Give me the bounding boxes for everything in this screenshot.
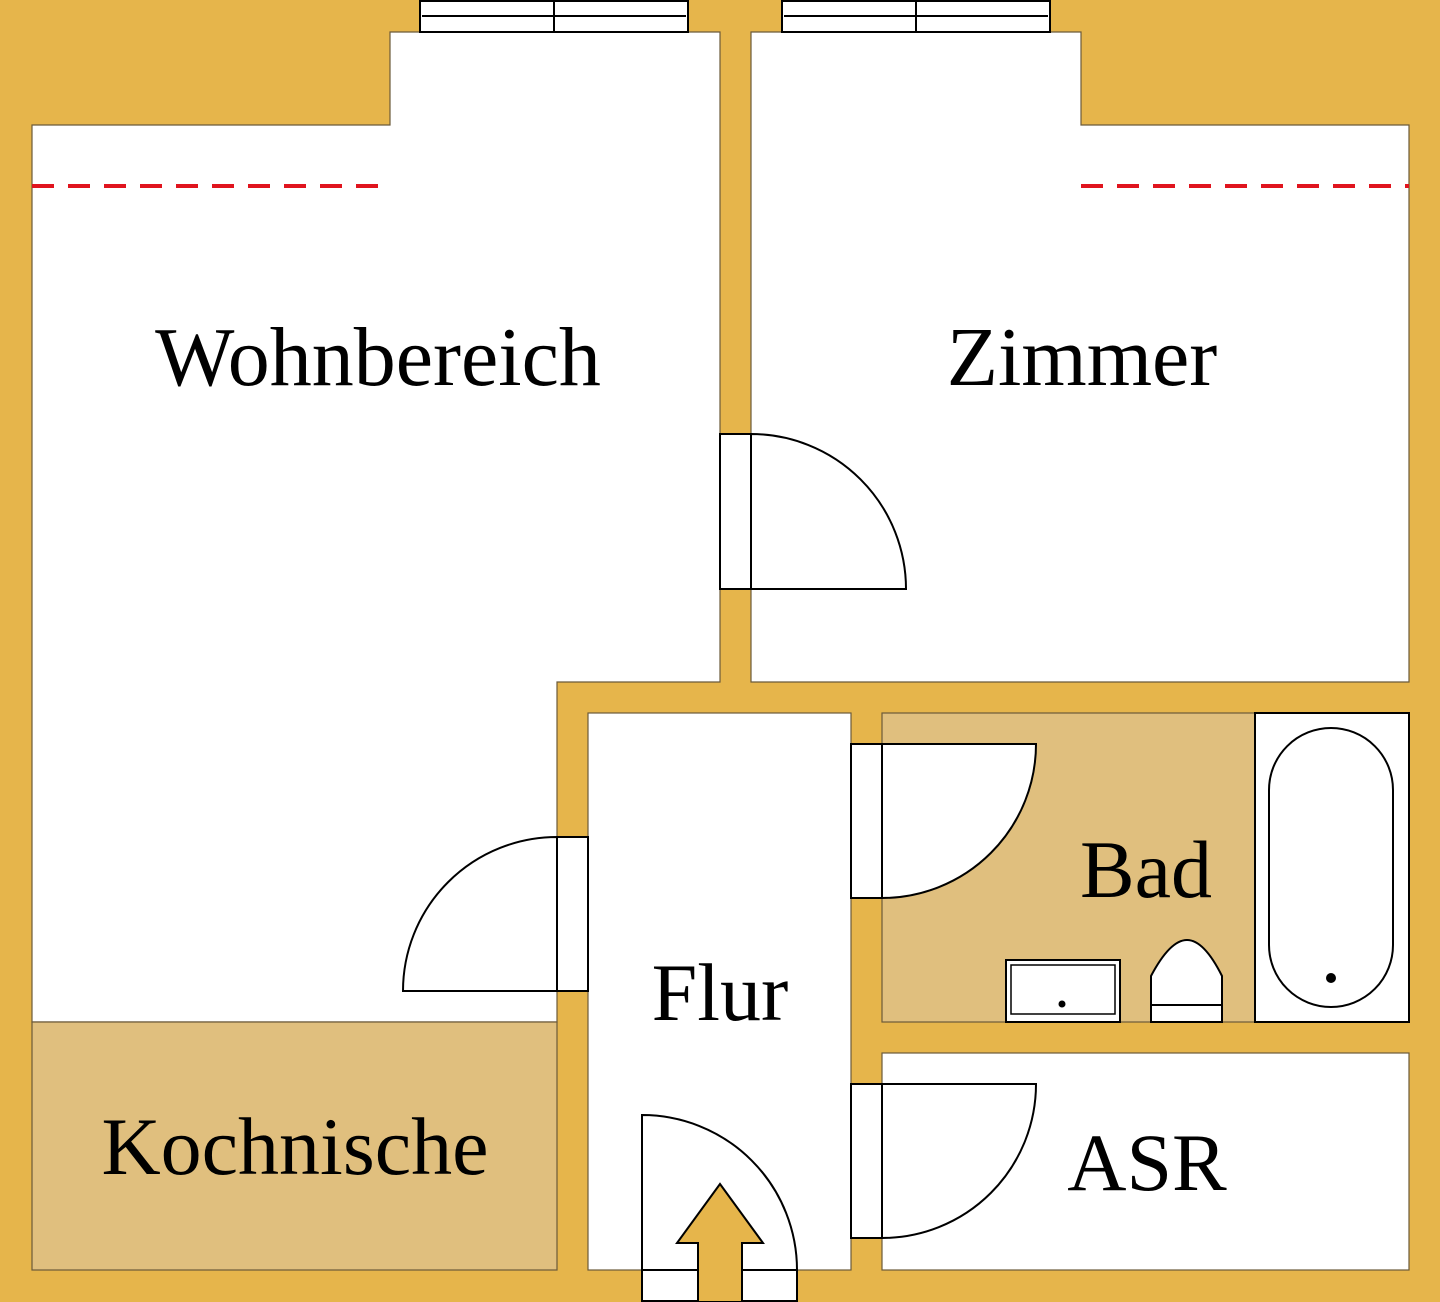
toilet-icon [1150,938,1223,1023]
door-flur-asr [850,1083,1038,1240]
room-kochnische [31,1021,558,1271]
label-flur: Flur [652,947,789,1038]
entrance-door [641,1113,799,1302]
label-zimmer: Zimmer [947,311,1218,404]
window-right [781,0,1051,33]
label-kochnische: Kochnische [101,1101,488,1192]
label-asr: ASR [1067,1117,1227,1208]
door-wohnbereich-flur [401,835,589,992]
label-bad: Bad [1080,824,1212,915]
door-flur-bad [850,743,1038,900]
room-zimmer [750,31,1410,683]
window-left [419,0,689,33]
entrance-arrow-icon [675,1182,765,1302]
bathtub-icon [1254,712,1410,1023]
label-wohnbereich: Wohnbereich [155,311,601,404]
door-wohnbereich-zimmer [719,432,908,590]
sink-icon [1005,959,1121,1023]
